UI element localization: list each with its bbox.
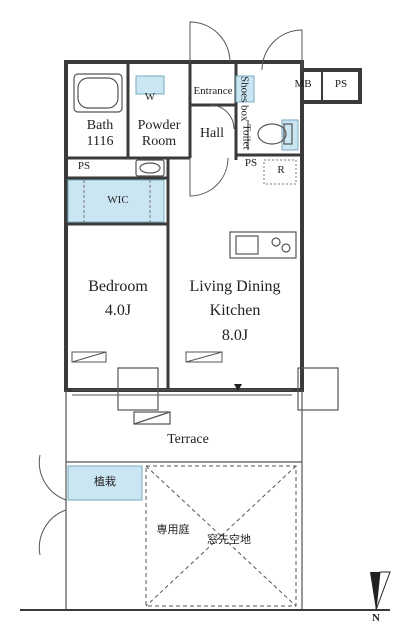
private-garden-label: 専用庭 xyxy=(156,523,190,536)
ldk-line1: Living Dining xyxy=(189,278,281,295)
refrigerator-label: R xyxy=(277,164,285,176)
interior-walls xyxy=(66,62,302,390)
kitchen-counter xyxy=(229,231,297,259)
ps-top-label: PS xyxy=(334,78,348,90)
window-space-label: 窓先空地 xyxy=(207,533,251,546)
windows xyxy=(71,351,292,396)
entrance-label: Entrance xyxy=(193,85,233,97)
bathtub xyxy=(73,73,123,113)
washer-label: W xyxy=(144,91,156,103)
window-space-area xyxy=(145,465,297,607)
bedroom-name: Bedroom xyxy=(88,278,148,295)
terrace-outline xyxy=(65,367,339,610)
planting-bed xyxy=(67,465,143,501)
wic-label: WIC xyxy=(107,194,129,206)
wic-shelving xyxy=(83,180,151,222)
bedroom-label: Bedroom 4.0J xyxy=(70,278,166,321)
toilet-label: Toilet xyxy=(240,124,253,150)
ldk-label: Living Dining Kitchen 8.0J xyxy=(172,278,298,345)
powder-room-label: Powder Room xyxy=(130,118,188,150)
powder-line2: Room xyxy=(141,134,177,150)
ldk-line2: Kitchen xyxy=(209,302,261,320)
ldk-size: 8.0J xyxy=(221,326,249,344)
washbasin xyxy=(135,159,165,177)
ps-right-label: PS xyxy=(244,157,258,169)
planting-label: 植栽 xyxy=(94,475,116,488)
bath-size: 1116 xyxy=(86,134,114,150)
powder-line1: Powder xyxy=(137,118,181,133)
ps-left-label: PS xyxy=(77,160,91,172)
terrace-label: Terrace xyxy=(167,432,209,447)
toilet-fixture xyxy=(247,120,293,150)
entry-marker xyxy=(234,384,242,391)
compass-label: N xyxy=(372,612,380,624)
bedroom-size: 4.0J xyxy=(104,302,132,320)
compass-icon xyxy=(370,571,391,611)
mb-label: MB xyxy=(294,78,312,90)
shoes-box-label: Shoes box xyxy=(238,76,251,122)
bath-name: Bath xyxy=(86,118,114,133)
hall-label: Hall xyxy=(199,126,225,141)
door-swings xyxy=(38,21,303,556)
bath-label: Bath 1116 xyxy=(78,118,122,150)
refrigerator-space xyxy=(263,159,297,185)
